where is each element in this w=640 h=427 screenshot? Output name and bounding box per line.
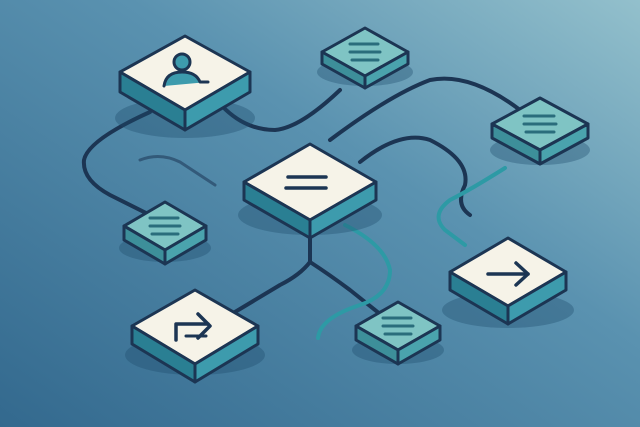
- forward-node[interactable]: [125, 288, 265, 384]
- connector-split-forward: [223, 260, 312, 320]
- forward-arrow-icon: [174, 312, 212, 342]
- connector-faint-left: [138, 155, 217, 187]
- equals-icon: [284, 175, 328, 190]
- teal-connectors: [316, 166, 507, 340]
- connector-split-bottom: [308, 260, 387, 320]
- lines-icon: [381, 316, 415, 336]
- connector-lines: [81, 76, 522, 320]
- arrow-right-icon: [486, 261, 530, 287]
- user-node[interactable]: [115, 34, 255, 138]
- teal-connector-right: [436, 166, 507, 247]
- connector-user-left: [81, 110, 162, 222]
- connector-center-topright: [328, 76, 522, 142]
- connector-center-right: [358, 135, 472, 217]
- top-right-node[interactable]: [317, 26, 413, 90]
- user-icon: [162, 52, 210, 88]
- connector-user-center: [220, 88, 342, 132]
- arrow-right-node[interactable]: [442, 236, 574, 328]
- lines-icon: [522, 114, 558, 134]
- teal-connector-center: [316, 223, 393, 340]
- right-node[interactable]: [490, 96, 590, 166]
- center-node[interactable]: [238, 142, 382, 240]
- bottom-node[interactable]: [352, 300, 444, 366]
- lines-icon: [148, 216, 182, 236]
- left-node[interactable]: [119, 200, 211, 266]
- lines-icon: [348, 42, 382, 62]
